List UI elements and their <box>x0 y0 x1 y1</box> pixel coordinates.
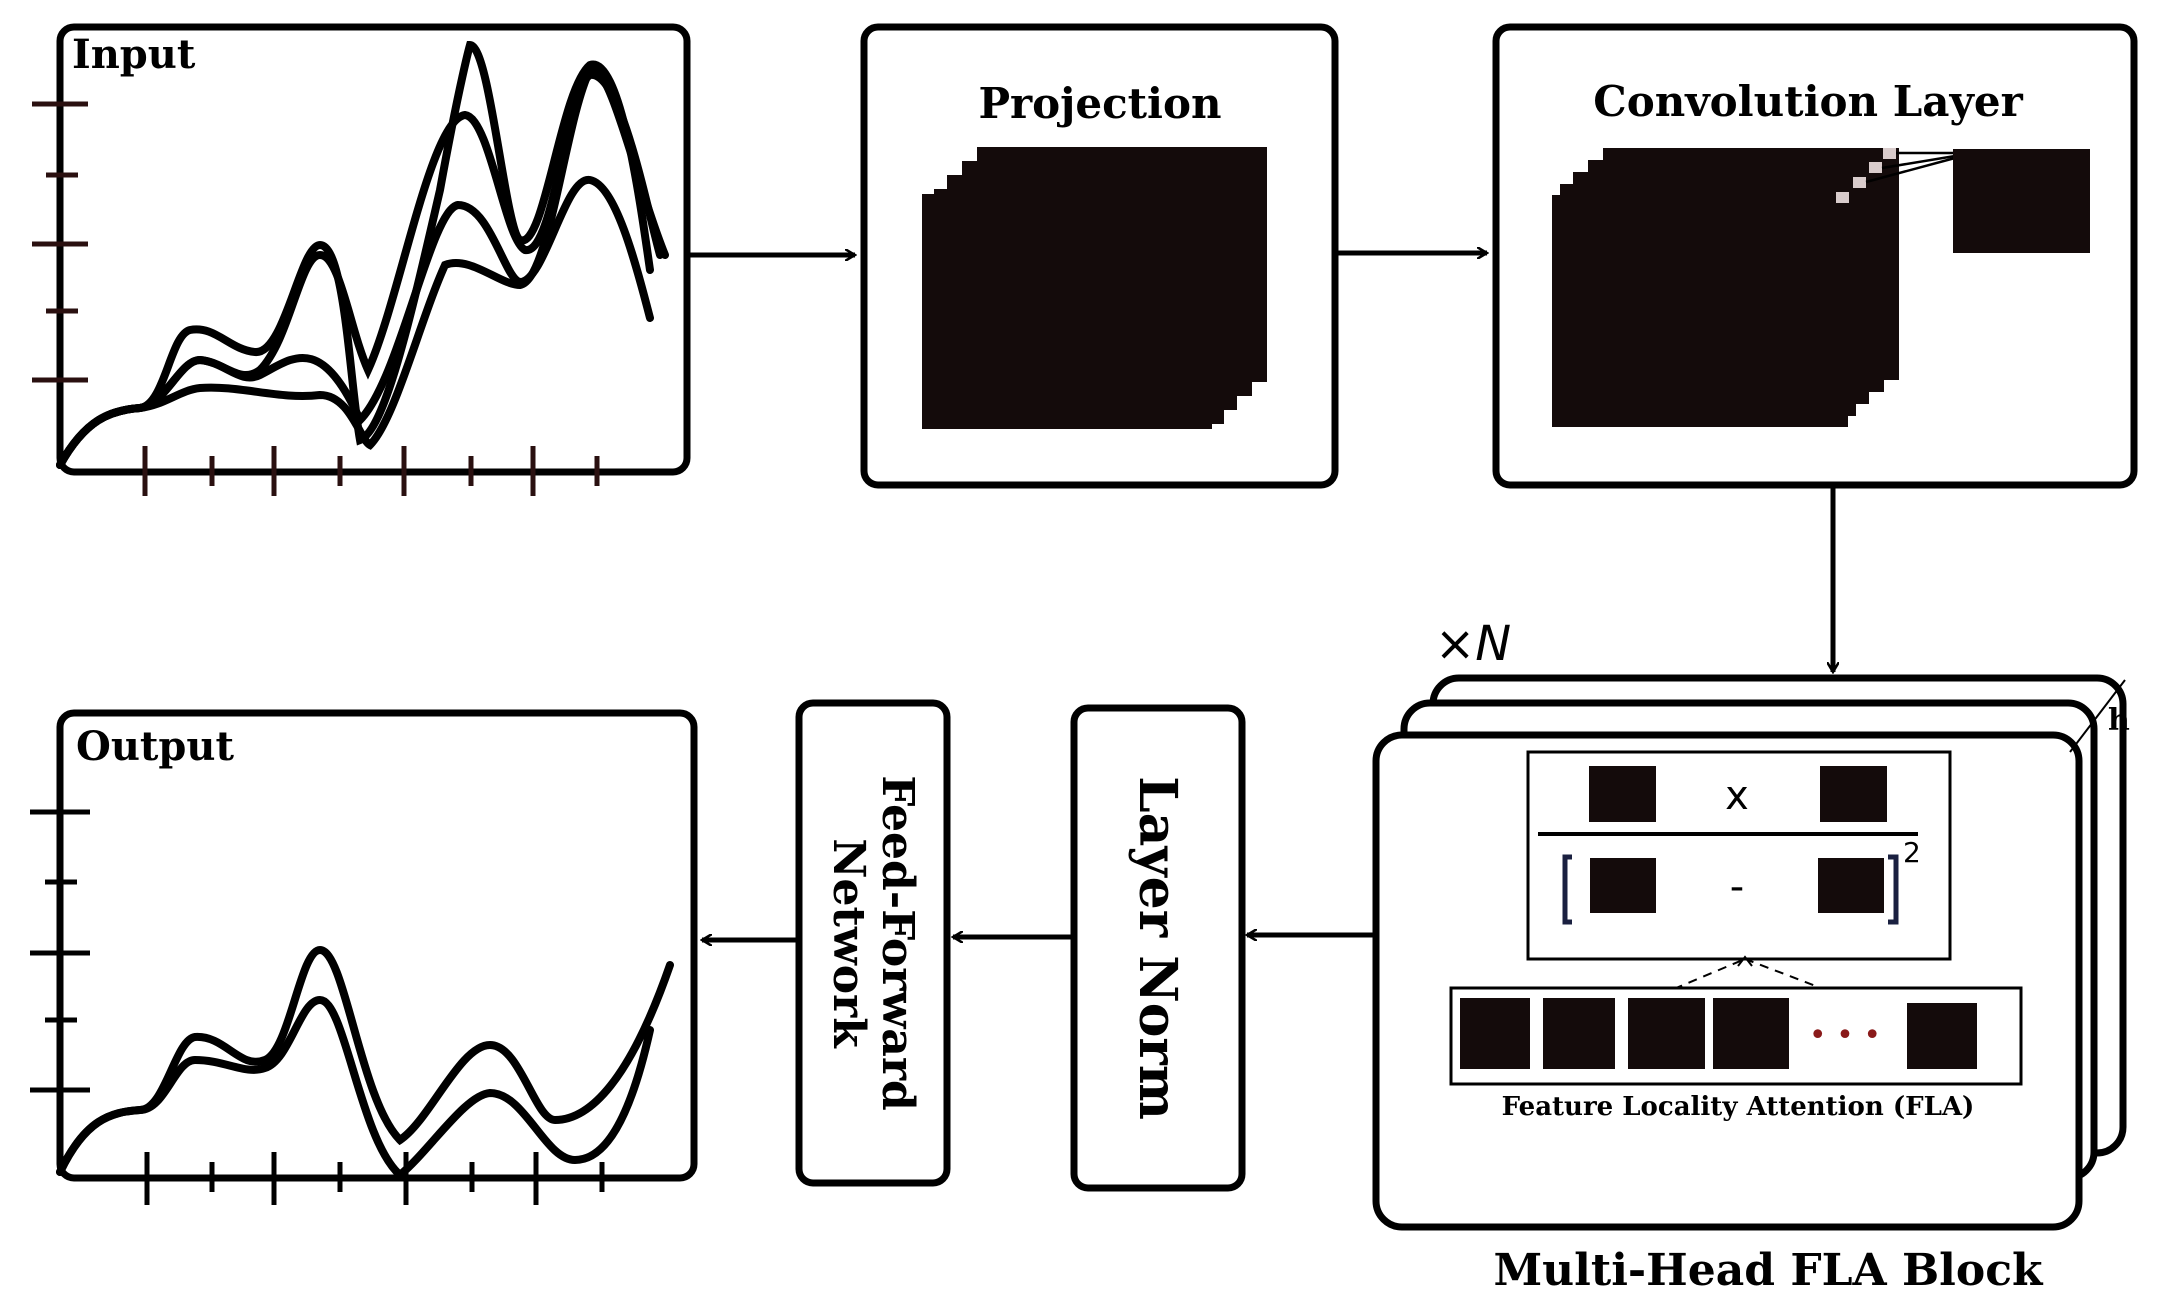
repeat-label: ×N <box>1435 616 1511 672</box>
output-x-ticks <box>144 1152 605 1205</box>
input-panel: Input <box>32 23 691 496</box>
token-1 <box>1460 998 1530 1069</box>
dashed-connector-head <box>1737 955 1753 967</box>
projection-feature-stack <box>922 147 1267 429</box>
head-indicator-line <box>2069 679 2126 753</box>
ffn-frame <box>795 699 951 1187</box>
layer-norm-label: Layer Norm <box>1127 776 1188 1120</box>
input-title: Input <box>72 31 196 78</box>
fla-formula: x - 2 <box>1526 750 1952 961</box>
input-curve-1 <box>56 40 654 469</box>
formula-denominator-square-1 <box>1590 858 1656 913</box>
convolution-title: Convolution Layer <box>1593 77 2023 126</box>
ffn-block: Feed-Forward Network <box>795 699 951 1187</box>
output-panel: Output <box>30 709 698 1205</box>
input-curve-4 <box>56 65 669 469</box>
layer-norm-frame <box>1070 704 1246 1192</box>
output-title: Output <box>76 723 234 770</box>
formula-query-square <box>1589 766 1656 822</box>
fla-block: ×N h x - 2 <box>1372 616 2130 1296</box>
input-y-ticks <box>32 101 88 383</box>
fla-caption: Feature Locality Attention (FLA) <box>1502 1092 1975 1122</box>
convolution-output-map <box>1953 149 2090 253</box>
formula-exponent: 2 <box>1903 836 1921 869</box>
token-4 <box>1713 998 1789 1069</box>
ffn-label-line2: Network <box>823 838 874 1049</box>
token-n <box>1907 1003 1977 1069</box>
fla-block-caption: Multi-Head FLA Block <box>1493 1245 2044 1296</box>
ffn-label-line1: Feed-Forward <box>872 775 923 1111</box>
formula-denominator-square-2 <box>1818 858 1884 913</box>
output-curve-2 <box>56 995 654 1181</box>
fla-token-row: • • • <box>1449 986 2023 1086</box>
output-curves <box>56 945 674 1181</box>
output-curve-1 <box>56 945 674 1176</box>
projection-block: Projection <box>860 23 1339 489</box>
input-x-ticks <box>142 446 600 496</box>
token-2 <box>1543 998 1615 1069</box>
token-3 <box>1628 998 1705 1069</box>
projection-title: Projection <box>978 79 1221 128</box>
token-ellipsis: • • • <box>1809 1018 1881 1053</box>
formula-right-bracket <box>1888 854 1899 925</box>
formula-minus: - <box>1730 864 1744 910</box>
convolution-feature-stack <box>1552 148 1899 427</box>
convolution-block: Convolution Layer <box>1492 23 2138 489</box>
input-curves <box>56 40 669 469</box>
formula-key-square <box>1820 766 1887 822</box>
layer-norm-block: Layer Norm <box>1070 704 1246 1192</box>
convolution-kernel-lines <box>1865 151 1956 184</box>
formula-left-bracket <box>1562 854 1572 925</box>
input-curve-3 <box>56 176 654 469</box>
head-label: h <box>2108 703 2130 738</box>
output-y-ticks <box>30 809 90 1093</box>
formula-times: x <box>1725 773 1749 819</box>
